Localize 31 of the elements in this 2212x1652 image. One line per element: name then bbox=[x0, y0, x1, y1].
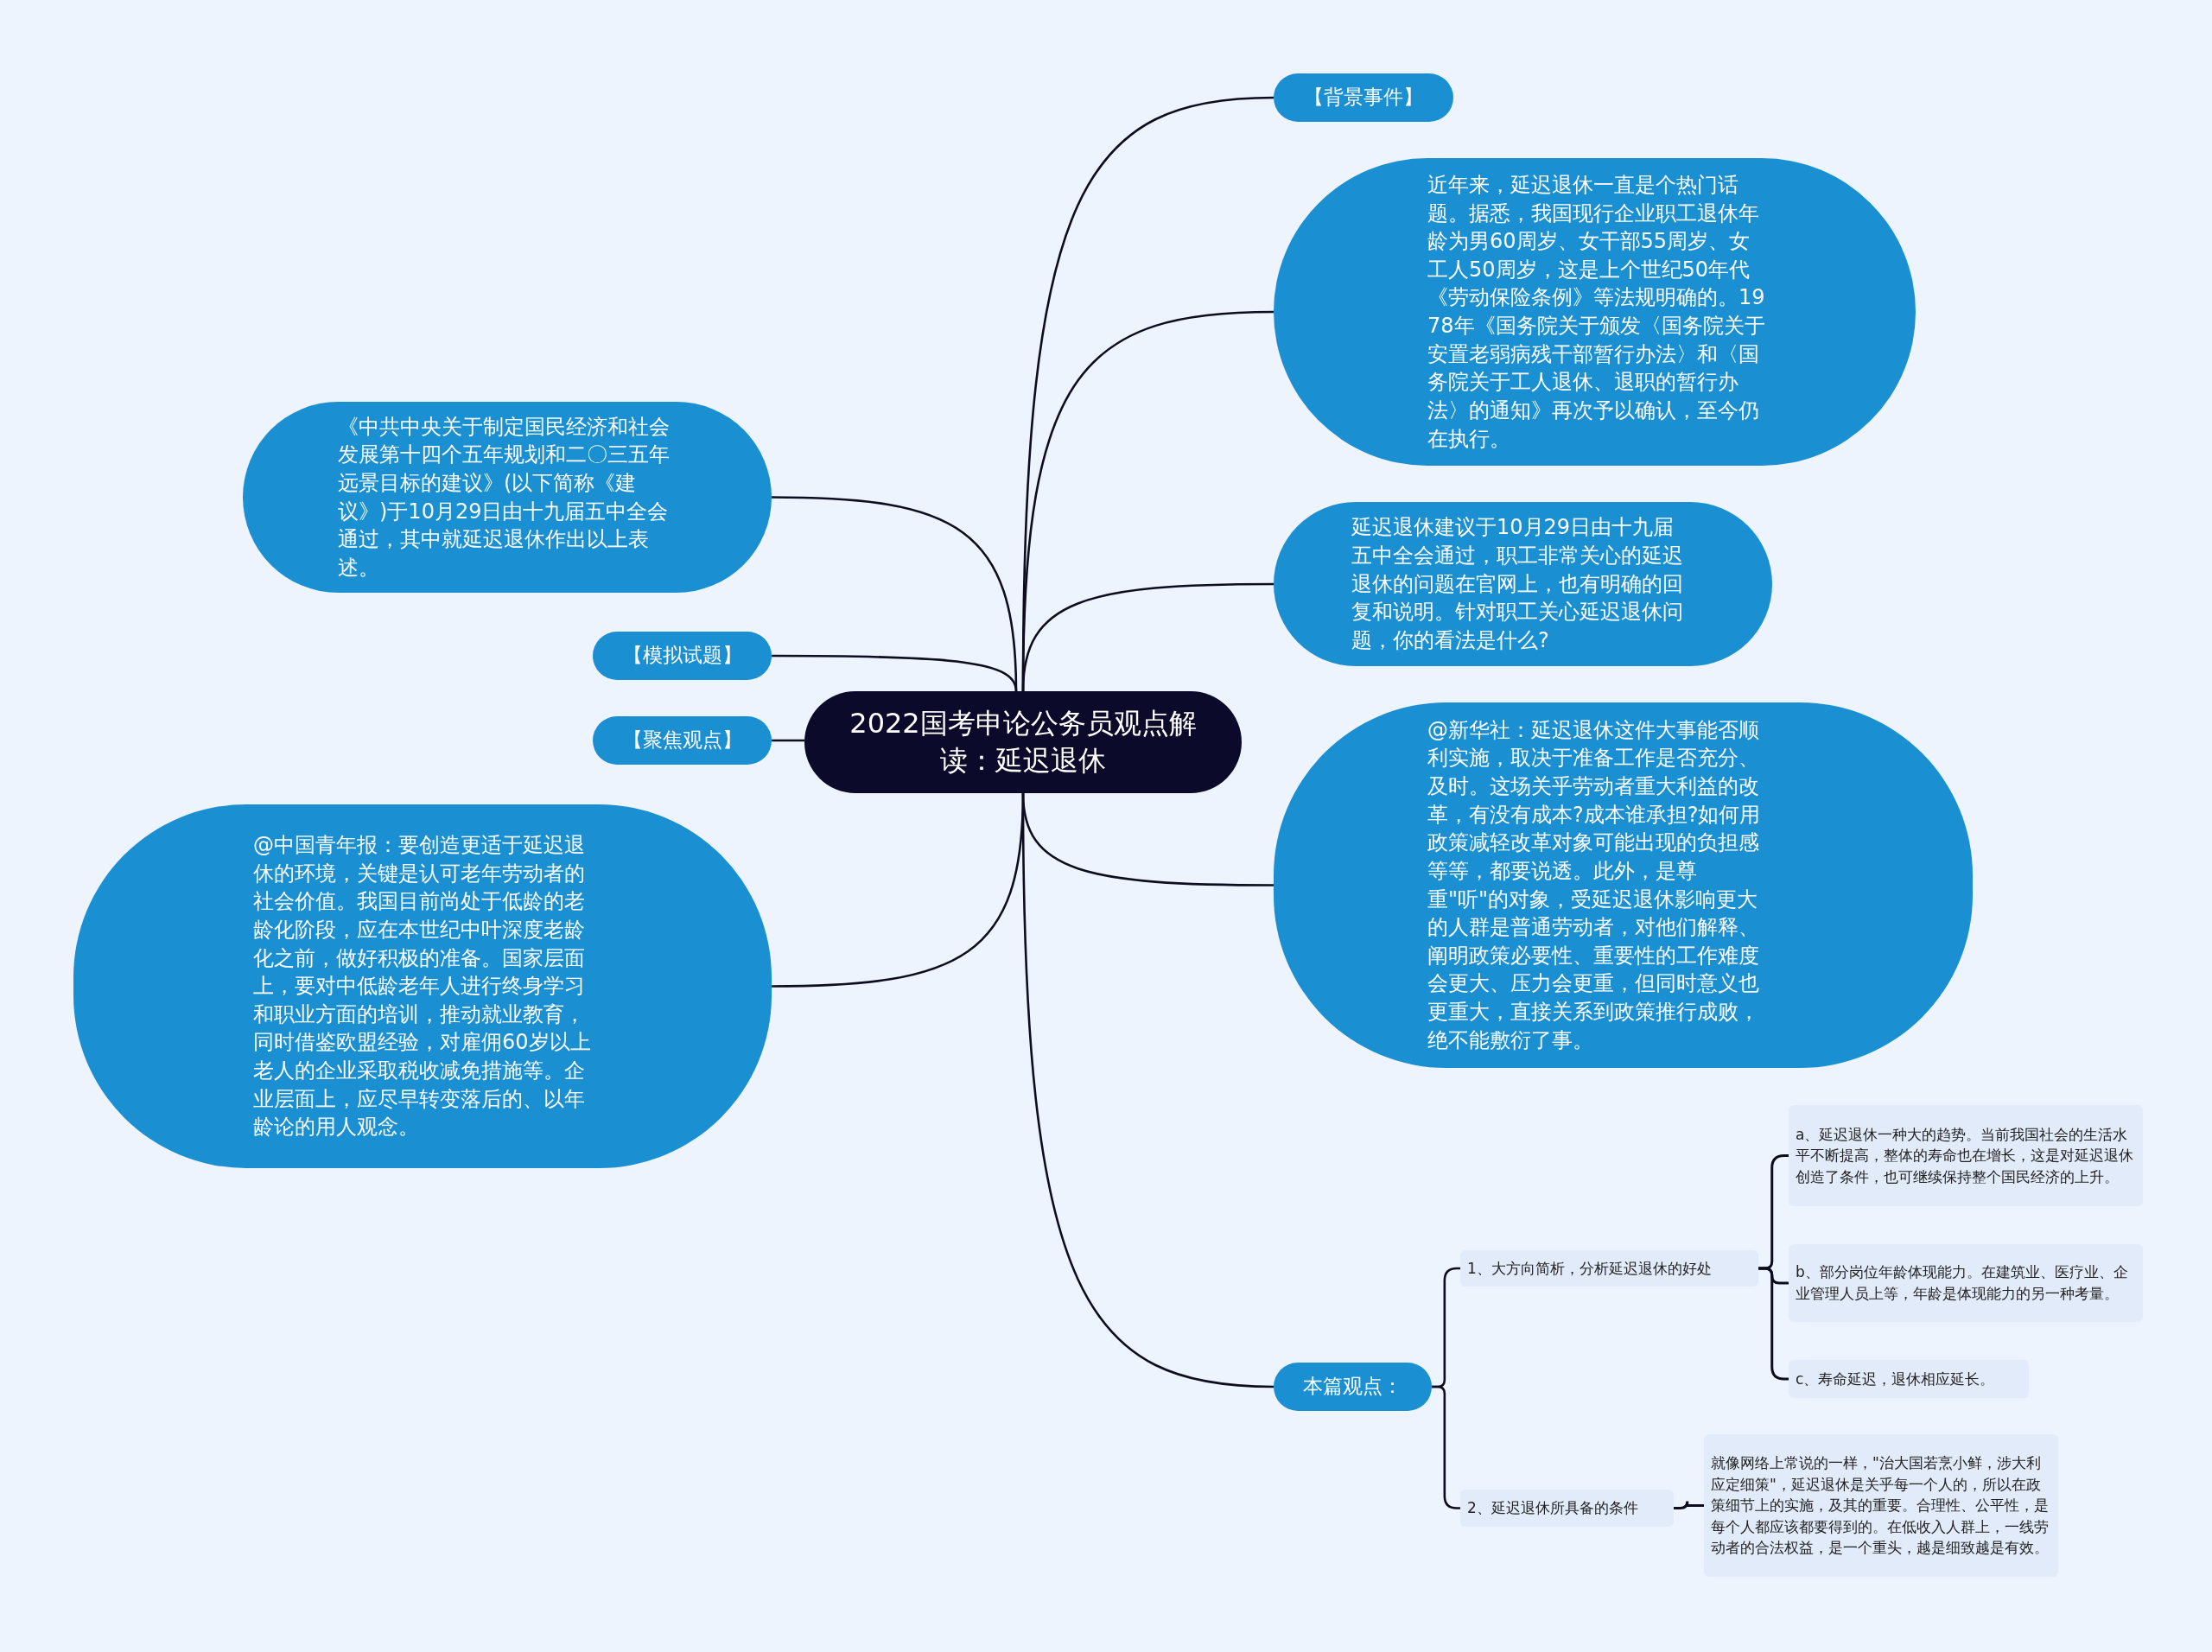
node-text: b、部分岗位年龄体现能力。在建筑业、医疗业、企业管理人员上等，年龄是体现能力的另一种考量。 bbox=[1796, 1262, 2129, 1304]
topic-pill bbox=[593, 716, 772, 765]
node-text: 【背景事件】 bbox=[1304, 85, 1423, 111]
node-text: 【模拟试题】 bbox=[622, 643, 742, 669]
connector-line bbox=[772, 792, 1025, 988]
node-text: c、寿命延迟，退休相应延长。 bbox=[1796, 1369, 1995, 1389]
node-text: a、延迟退休一种大的趋势。当前我国社会的生活水平不断提高，整体的寿命也在增长，这是对延迟退休创造了条件，也可继续保持整个国民经济的上升。 bbox=[1796, 1124, 2134, 1187]
node-text: 本篇观点： bbox=[1303, 1374, 1402, 1400]
topic-pill bbox=[1274, 73, 1453, 122]
node-text: @新华社：延迟退休这件大事能否顺利实施，取决于准备工作是否充分、及时。这场关乎劳动者重大利益的改革，有没有成本?成本谁承担?如何用政策减轻改革对象可能出现的负担感等等，都要说透。此外，是尊重"听"的对象，受延迟退休影响更大的人群是普通劳动者，对他们解释、阐明政策必要性、重要性的工作难度会更大、压力会更重，但同时意义也更重大，直接关系到政策推行成败，绝不能敷衍了事。 bbox=[1427, 716, 1762, 1054]
subtopic-card bbox=[1704, 1434, 2058, 1577]
node-text: 2022国考申论公务员观点解读：延迟退休 bbox=[849, 705, 1198, 778]
subtopic-card bbox=[1460, 1490, 1674, 1527]
node-text: 【聚焦观点】 bbox=[622, 728, 742, 753]
connector-line bbox=[1674, 1500, 1704, 1509]
node-text: 《中共中央关于制定国民经济和社会发展第十四个五年规划和二〇三五年远景目标的建议》(以下简称《建议》)于10月29日由十九届五中全会通过，其中就延迟退休作出以上表述。 bbox=[338, 413, 671, 581]
subtopic-card bbox=[1789, 1105, 2143, 1206]
subtopic-card bbox=[1460, 1250, 1758, 1287]
subtopic-card bbox=[1789, 1360, 2029, 1398]
node-text: @中国青年报：要创造更适于延迟退休的环境，关键是认可老年劳动者的社会价值。我国目前尚处于低龄的老龄化阶段，应在本世纪中叶深度老龄化之前，做好积极的准备。国家层面上，要对中低龄老年人进行终身学习和职业方面的培训，推动就业教育，同时借鉴欧盟经验，对雇佣60岁以上老人的企业采取税收减免措施等。企业层面上，应尽早转变落后的、以年龄论的用人观念。 bbox=[253, 832, 592, 1141]
topic-pill bbox=[593, 632, 772, 680]
node-text: 1、大方向简析，分析延迟退休的好处 bbox=[1467, 1258, 1712, 1279]
subtopic-card bbox=[1789, 1244, 2143, 1322]
node-text: 2、延迟退休所具备的条件 bbox=[1467, 1498, 1638, 1519]
node-text: 延迟退休建议于10月29日由十九届五中全会通过，职工非常关心的延迟退休的问题在官网上，也有明确的回复和说明。针对职工关心延迟退休问题，你的看法是什么? bbox=[1351, 514, 1684, 654]
node-text: 就像网络上常说的一样，"治大国若烹小鲜，涉大利应定细策"，延迟退休是关乎每一个人的，所以在政策细节上的实施，及其的重要。合理性、公平性，是每个人都应该都要得到的。在低收入人群上，一线劳动者的合法权益，是一个重头，越是细致越是有效。 bbox=[1711, 1452, 2050, 1559]
topic-pill bbox=[1274, 1363, 1432, 1411]
connector-line bbox=[1021, 582, 1274, 692]
connector-line bbox=[772, 739, 804, 742]
connector-line bbox=[772, 654, 1018, 692]
node-text: 近年来，延迟退休一直是个热门话题。据悉，我国现行企业职工退休年龄为男60周岁、女干部55周岁、女工人50周岁，这是上个世纪50年代《劳动保险条例》等法规明确的。1978年《国务院关于颁发〈国务院关于安置老弱病残干部暂行办法〉和〈国务院关于工人退休、退职的暂行办法〉的通知》再次予以确认，至今仍在执行。 bbox=[1427, 171, 1766, 453]
